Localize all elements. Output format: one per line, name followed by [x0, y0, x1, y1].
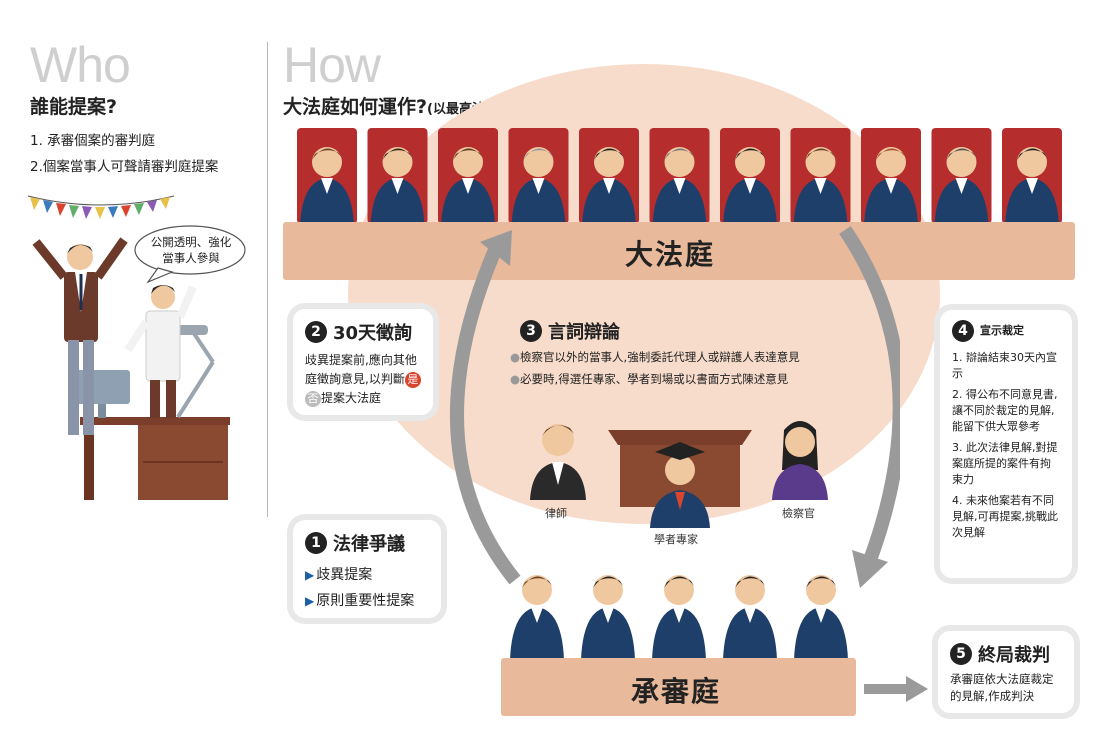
trial-bench-judge-2 — [581, 575, 635, 660]
grand-bench-label: 大法庭 — [625, 238, 716, 271]
yes-badge: 是 — [404, 372, 421, 388]
step5-title-text: 終局裁判 — [978, 645, 1050, 666]
step2-card: 2 30天徵詢 歧異提案前,應向其他庭徵詢意見,以判斷是否提案大法庭 — [293, 309, 433, 415]
step4-item-3: 3. 此次法律見解,對提案庭所提的案件有拘束力 — [952, 441, 1058, 486]
grand-bench-judges — [297, 128, 1062, 226]
section-divider — [267, 42, 268, 517]
prosecutor-label: 檢察官 — [782, 507, 815, 520]
step3-bullet-2: ●必要時,得選任專家、學者到場或以書面方式陳述意見 — [510, 372, 789, 386]
how-heading-title: 大法庭如何運作? — [283, 96, 428, 118]
who-item-2: 2.個案當事人可聲請審判庭提案 — [30, 159, 219, 175]
step1-item-1-text: 歧異提案 — [316, 567, 373, 583]
grand-bench-judge-10 — [931, 128, 992, 226]
bunting-decoration — [27, 195, 175, 219]
step4-item-2: 2. 得公布不同意見書,讓不同於裁定的見解,能留下供大眾參考 — [952, 388, 1058, 433]
who-item-1: 1. 承審個案的審判庭 — [30, 133, 156, 149]
grand-bench-judge-9 — [861, 128, 921, 226]
prosecutor-figure — [772, 421, 828, 500]
step5-title: 5 終局裁判 — [950, 641, 1062, 667]
step4-title: 4 宣示裁定 — [952, 320, 1060, 342]
step1-item-2: ▶原則重要性提案 — [305, 588, 429, 614]
step1-title: 1 法律爭議 — [305, 530, 429, 556]
trial-bench-judge-1 — [510, 575, 564, 660]
grand-bench-desk — [283, 222, 1075, 280]
step4-item-1: 1. 辯論結束30天內宣示 — [952, 351, 1057, 380]
step4-item-4: 4. 未來他案若有不同見解,可再提案,挑戰此次見解 — [952, 494, 1058, 539]
arrow-right-icon — [864, 676, 928, 702]
step3-number: 3 — [520, 320, 542, 342]
step5-number: 5 — [950, 643, 972, 665]
trial-bench-judge-5 — [794, 575, 848, 660]
step3-title-text: 言詞辯論 — [548, 322, 620, 343]
step3-bullet-2-text: 必要時,得選任專家、學者到場或以書面方式陳述意見 — [520, 372, 789, 386]
step3-bullets: ●檢察官以外的當事人,強制委託代理人或辯護人表達意見 ●必要時,得選任專家、學者… — [510, 346, 800, 390]
triangle-icon: ▶ — [305, 594, 315, 608]
step5-text: 承審庭依大法庭裁定的見解,作成判決 — [950, 672, 1054, 703]
trial-bench-judges — [510, 575, 848, 660]
trial-bench-desk — [501, 658, 856, 716]
step4-card: 4 宣示裁定 1. 辯論結束30天內宣示 2. 得公布不同意見書,讓不同於裁定的… — [940, 310, 1072, 578]
trial-bench-label: 承審庭 — [631, 675, 722, 708]
step3-bullet-1: ●檢察官以外的當事人,強制委託代理人或辯護人表達意見 — [510, 350, 800, 364]
grand-bench-judge-6 — [649, 128, 710, 226]
step4-title-text: 宣示裁定 — [980, 324, 1024, 337]
step5-card: 5 終局裁判 承審庭依大法庭裁定的見解,作成判決 — [938, 631, 1074, 713]
grand-bench-judge-5 — [579, 128, 639, 226]
scholar-label: 學者專家 — [654, 533, 698, 546]
step1-item-1: ▶歧異提案 — [305, 562, 429, 588]
step1-number: 1 — [305, 532, 327, 554]
how-big-word: How — [283, 37, 381, 93]
step3-title: 3 言詞辯論 — [520, 318, 620, 344]
grand-bench-judge-11 — [1002, 128, 1062, 226]
grand-bench-judge-3 — [438, 128, 498, 226]
step3-bullet-1-text: 檢察官以外的當事人,強制委託代理人或辯護人表達意見 — [520, 350, 800, 364]
step2-text-a: 歧異提案前,應向其他庭徵詢意見,以判斷 — [305, 353, 417, 386]
grand-bench-judge-8 — [790, 128, 851, 226]
cycle-arrows — [449, 226, 900, 588]
step2-number: 2 — [305, 321, 327, 343]
who-list: 1. 承審個案的審判庭 2.個案當事人可聲請審判庭提案 — [30, 128, 218, 180]
step4-number: 4 — [952, 320, 974, 342]
lawyer-label: 律師 — [545, 507, 567, 520]
step1-card: 1 法律爭議 ▶歧異提案 ▶原則重要性提案 — [293, 520, 441, 618]
step2-title-text: 30天徵詢 — [333, 323, 413, 344]
step1-item-2-text: 原則重要性提案 — [316, 593, 415, 609]
speech-bubble — [134, 225, 246, 284]
speech-text: 公開透明、強化當事人參與 — [150, 235, 232, 265]
step1-title-text: 法律爭議 — [333, 534, 405, 555]
grand-bench-judge-7 — [720, 128, 780, 226]
triangle-icon: ▶ — [305, 568, 315, 582]
who-heading: 誰能提案? — [30, 96, 118, 118]
step2-title: 2 30天徵詢 — [305, 319, 421, 345]
step2-text-b: 提案大法庭 — [321, 391, 382, 405]
debate-figures — [530, 421, 828, 528]
scholar-figure — [650, 442, 710, 528]
grand-bench-judge-1 — [297, 128, 357, 226]
grand-bench-judge-4 — [508, 128, 569, 226]
step1-items: ▶歧異提案 ▶原則重要性提案 — [305, 562, 429, 614]
grand-bench-judge-2 — [367, 128, 428, 226]
no-badge: 否 — [305, 391, 321, 407]
step2-body: 歧異提案前,應向其他庭徵詢意見,以判斷是否提案大法庭 — [305, 351, 421, 408]
trial-bench-judge-3 — [652, 575, 706, 660]
who-big-word: Who — [30, 37, 131, 93]
trial-bench-judge-4 — [723, 575, 777, 660]
petition-illustration — [32, 237, 230, 500]
lawyer-figure — [530, 424, 586, 500]
